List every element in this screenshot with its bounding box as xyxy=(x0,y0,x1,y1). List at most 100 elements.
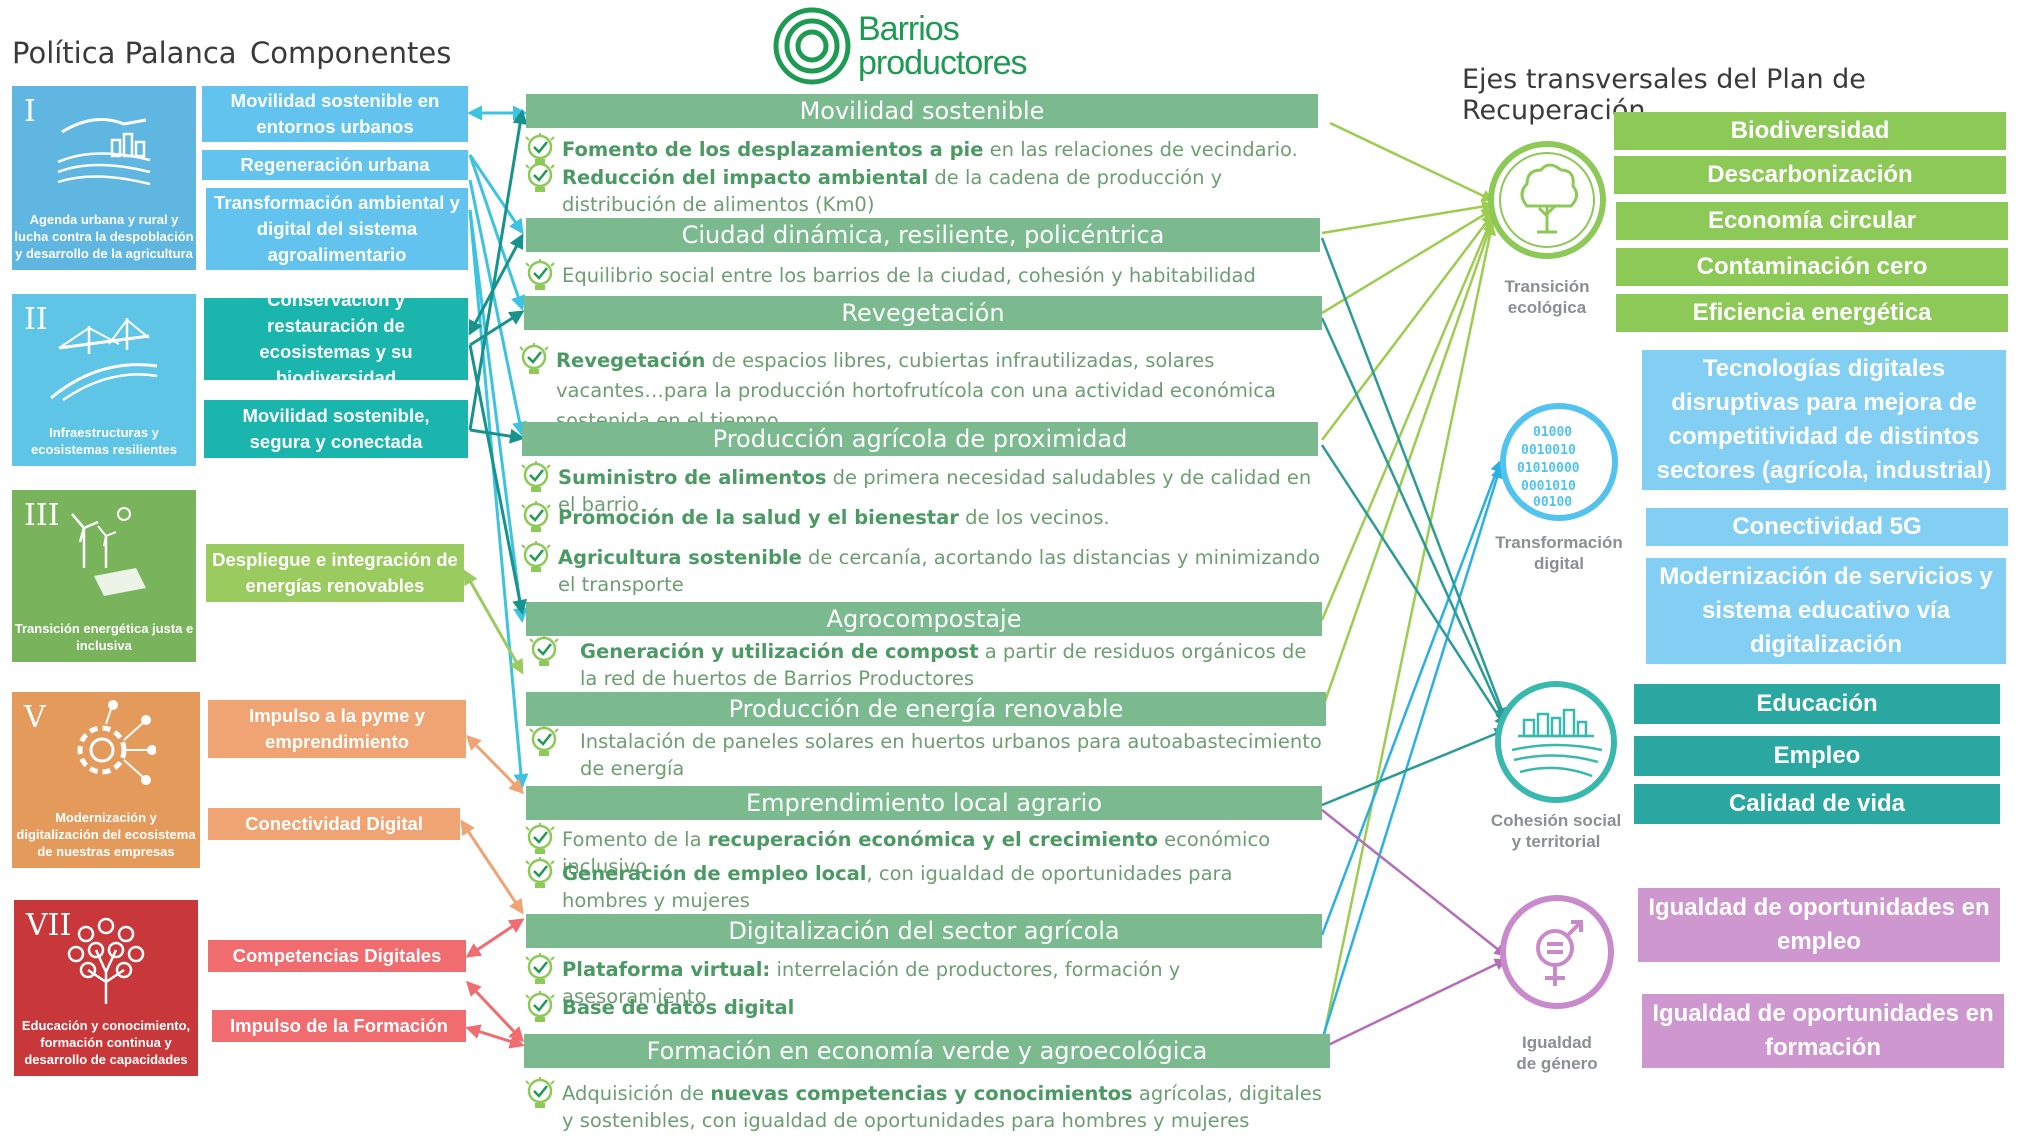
tag-eficiencia-energetica: Eficiencia energética xyxy=(1616,294,2008,332)
gender-icon xyxy=(1500,895,1614,1009)
brand-logo: Barrios productores xyxy=(772,6,1052,86)
bulb-check-icon xyxy=(525,953,555,984)
component-pyme-emprendimiento: Impulso a la pyme y emprendimiento xyxy=(208,700,466,758)
line-digitalizacion-agricola: Digitalización del sector agrícola xyxy=(526,914,1322,948)
axis-label-line2: y territorial xyxy=(1511,832,1601,851)
tag-biodiversidad: Biodiversidad xyxy=(1614,112,2006,150)
axis-cohesion-social: Cohesión social y territorial xyxy=(1470,680,1642,860)
action-item: Plataforma virtual: interrelación de pro… xyxy=(522,953,1322,1010)
policy-text: Agenda urbana y rural y lucha contra la … xyxy=(14,212,194,261)
action-bold: Suministro de alimentos xyxy=(558,466,827,489)
action-text: Promoción de la salud y el bienestar de … xyxy=(558,504,1110,531)
component-impulso-formacion: Impulso de la Formación xyxy=(212,1010,466,1042)
axis-label-line2: de género xyxy=(1516,1054,1598,1073)
action-bold: Generación y utilización de compost xyxy=(580,640,979,663)
action-rest: , con igualdad de oportunidades para hom… xyxy=(562,862,1233,912)
action-rest: en las relaciones de vecindario. xyxy=(983,138,1298,161)
action-item: Equilibrio social entre los barrios de l… xyxy=(522,259,1322,293)
action-rest: de cercanía, acortando las distancias y … xyxy=(558,546,1321,596)
axis-label-line1: Cohesión social xyxy=(1490,811,1622,830)
action-rest: de primera necesidad saludables y de cal… xyxy=(558,466,1312,516)
action-item: Base de datos digital xyxy=(522,991,1322,1025)
tree-icon xyxy=(1488,141,1606,259)
tag-calidad-de-vida: Calidad de vida xyxy=(1634,784,2000,824)
bulb-check-icon xyxy=(529,725,559,756)
policy-roman: VII xyxy=(26,908,72,943)
action-pre: Fomento de la xyxy=(562,828,708,851)
tag-igualdad-empleo: Igualdad de oportunidades en empleo xyxy=(1638,888,2000,962)
action-item: Generación y utilización de compost a pa… xyxy=(526,635,1322,692)
axis-label: Igualdad de género xyxy=(1472,1032,1642,1074)
action-text: Adquisición de nuevas competencias y con… xyxy=(562,1080,1322,1134)
landscape-icon xyxy=(57,118,151,186)
tag-empleo: Empleo xyxy=(1634,736,2000,776)
tag-modernizacion-servicios: Modernización de servicios y sistema edu… xyxy=(1646,558,2006,664)
tag-descarbonizacion: Descarbonización xyxy=(1614,156,2006,194)
action-bold: recuperación económica y el crecimiento xyxy=(707,828,1158,851)
action-bold: nuevas competencias y conocimientos xyxy=(710,1082,1133,1105)
action-text: Reducción del impacto ambiental de la ca… xyxy=(562,164,1322,218)
bulb-check-icon xyxy=(525,1077,555,1108)
bulb-check-icon xyxy=(519,343,549,374)
line-energia-renovable: Producción de energía renovable xyxy=(526,692,1326,726)
axis-label-line1: Transición xyxy=(1504,277,1590,296)
line-movilidad-sostenible: Movilidad sostenible xyxy=(526,94,1318,128)
action-text: Base de datos digital xyxy=(562,994,794,1021)
component-conservacion-ecosistemas: Conservación y restauración de ecosistem… xyxy=(204,289,468,388)
axis-igualdad-genero: Igualdad de género xyxy=(1472,894,1642,1074)
action-pre: Adquisición de xyxy=(562,1082,711,1105)
axis-label-line2: digital xyxy=(1533,554,1585,573)
action-text: Plataforma virtual: interrelación de pro… xyxy=(562,956,1322,1010)
action-bold: Reducción del impacto ambiental xyxy=(562,166,929,189)
line-formacion-economia-verde: Formación en economía verde y agroecológ… xyxy=(524,1034,1330,1068)
component-energias-renovables: Despliegue e integración de energías ren… xyxy=(206,544,464,602)
policy-roman: V xyxy=(24,700,46,735)
action-rest: agrícolas, digitales y sostenibles, con … xyxy=(562,1082,1322,1132)
policy-tile-vii: VII Educación y conocimiento, formación … xyxy=(14,900,198,1076)
bridge-icon xyxy=(50,318,158,402)
line-agrocompostaje: Agrocompostaje xyxy=(526,602,1322,636)
action-bold: Plataforma virtual: xyxy=(562,958,771,981)
action-text: Instalación de paneles solares en huerto… xyxy=(566,728,1322,782)
tag-conectividad-5g: Conectividad 5G xyxy=(1646,508,2008,546)
action-rest: de la cadena de producción y distribució… xyxy=(562,166,1223,216)
bulb-check-icon xyxy=(521,461,551,492)
component-movilidad-urbana: Movilidad sostenible en entornos urbanos xyxy=(202,86,468,142)
brand-name-line1: Barrios xyxy=(858,10,960,48)
policy-text: Modernización y digitalización del ecosi… xyxy=(16,810,196,859)
action-item: Adquisición de nuevas competencias y con… xyxy=(522,1077,1322,1134)
line-ciudad-dinamica: Ciudad dinámica, resiliente, policéntric… xyxy=(526,218,1320,252)
gear-network-icon xyxy=(77,700,156,785)
bulb-check-icon xyxy=(525,857,555,888)
action-text: Suministro de alimentos de primera neces… xyxy=(558,464,1328,518)
axis-label: Cohesión social y territorial xyxy=(1460,810,1652,852)
action-bold: Revegetación xyxy=(556,349,706,372)
action-bold: Agricultura sostenible xyxy=(558,546,802,569)
action-item: Fomento de los desplazamientos a pie en … xyxy=(522,133,1322,167)
axis-label-line1: Transformación xyxy=(1495,533,1623,552)
svg-text:01000: 01000 xyxy=(1533,425,1572,440)
action-text: Generación y utilización de compost a pa… xyxy=(566,638,1322,692)
policy-roman: II xyxy=(24,302,48,337)
action-item: Reducción del impacto ambiental de la ca… xyxy=(522,161,1322,218)
bulb-check-icon xyxy=(525,823,555,854)
bulb-check-icon xyxy=(521,541,551,572)
action-text: Fomento de los desplazamientos a pie en … xyxy=(562,136,1298,163)
tag-contaminacion-cero: Contaminación cero xyxy=(1616,248,2008,286)
tag-tecnologias-disruptivas: Tecnologías digitales disruptivas para m… xyxy=(1642,350,2006,490)
bulb-check-icon xyxy=(525,161,555,192)
svg-text:0001010: 0001010 xyxy=(1521,479,1576,494)
axis-label: Transformación digital xyxy=(1464,532,1654,574)
wind-solar-icon xyxy=(71,507,146,596)
knowledge-tree-icon xyxy=(67,917,145,1004)
component-transformacion-agroalimentario: Transformación ambiental y digital del s… xyxy=(206,188,468,270)
action-rest: interrelación de productores, formación … xyxy=(562,958,1181,1008)
axis-label: Transición ecológica xyxy=(1462,276,1632,318)
action-item: Promoción de la salud y el bienestar de … xyxy=(518,501,1328,535)
component-regeneracion-urbana: Regeneración urbana xyxy=(202,150,468,180)
action-bold: Promoción de la salud y el bienestar xyxy=(558,506,959,529)
axis-label-line2: ecológica xyxy=(1507,298,1587,317)
action-rest: económico inclusivo xyxy=(562,828,1271,878)
